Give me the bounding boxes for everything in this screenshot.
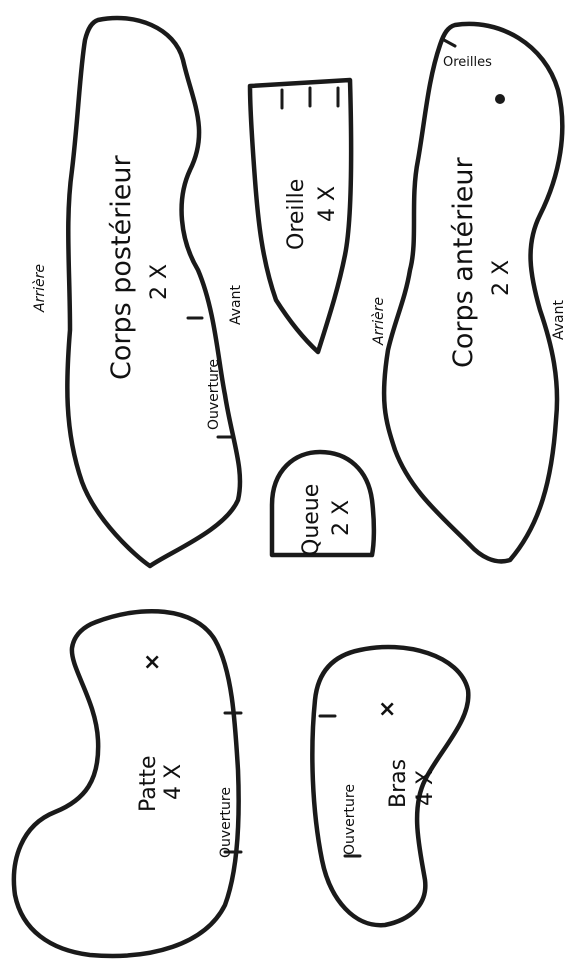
- patte-count: 4 X: [161, 764, 186, 800]
- corps-posterieur-outline: [65, 15, 243, 569]
- queue-name: Queue: [299, 484, 324, 556]
- patte-opening-label: Ouverture: [218, 787, 234, 858]
- corps-posterieur-name: Corps postérieur: [106, 154, 137, 380]
- x-mark: ×: [378, 697, 396, 722]
- corps-anterieur-outline: [381, 21, 565, 564]
- corps-anterieur-front-label: Avant: [551, 300, 567, 340]
- corps-anterieur-back-label: Arrière: [371, 297, 387, 346]
- corps-posterieur-back-label: Arrière: [32, 264, 48, 313]
- corps-posterieur-opening-label: Ouverture: [206, 359, 222, 430]
- patte-outline: [11, 608, 241, 959]
- piece-corps-posterieur: Corps postérieur 2 X Arrière Avant Ouver…: [32, 15, 244, 569]
- corps-anterieur-mark: [442, 38, 457, 48]
- piece-oreille: Oreille 4 X: [247, 77, 354, 355]
- corps-anterieur-count: 2 X: [489, 260, 514, 296]
- bras-name: Bras: [386, 759, 411, 808]
- eye-dot: [495, 94, 505, 104]
- piece-bras: × Bras 4 X Ouverture: [310, 644, 471, 928]
- bras-opening-label: Ouverture: [342, 784, 358, 855]
- patte-name: Patte: [136, 755, 161, 812]
- oreille-count: 4 X: [315, 186, 340, 222]
- corps-anterieur-ears-label: Oreilles: [443, 55, 492, 70]
- piece-queue: Queue 2 X: [269, 449, 377, 558]
- corps-posterieur-count: 2 X: [147, 264, 172, 300]
- queue-count: 2 X: [329, 500, 354, 536]
- corps-anterieur-name: Corps antérieur: [448, 157, 479, 368]
- oreille-outline: [247, 77, 354, 355]
- queue-outline: [269, 449, 377, 558]
- oreille-name: Oreille: [284, 179, 309, 250]
- piece-corps-anterieur: Oreilles Corps antérieur 2 X Arrière Ava…: [371, 21, 567, 564]
- bras-count: 4 X: [413, 770, 438, 806]
- x-mark: ×: [143, 650, 161, 675]
- bras-outline: [310, 644, 471, 928]
- corps-posterieur-front-label: Avant: [228, 285, 244, 325]
- piece-patte: × Patte 4 X Ouverture: [11, 608, 243, 959]
